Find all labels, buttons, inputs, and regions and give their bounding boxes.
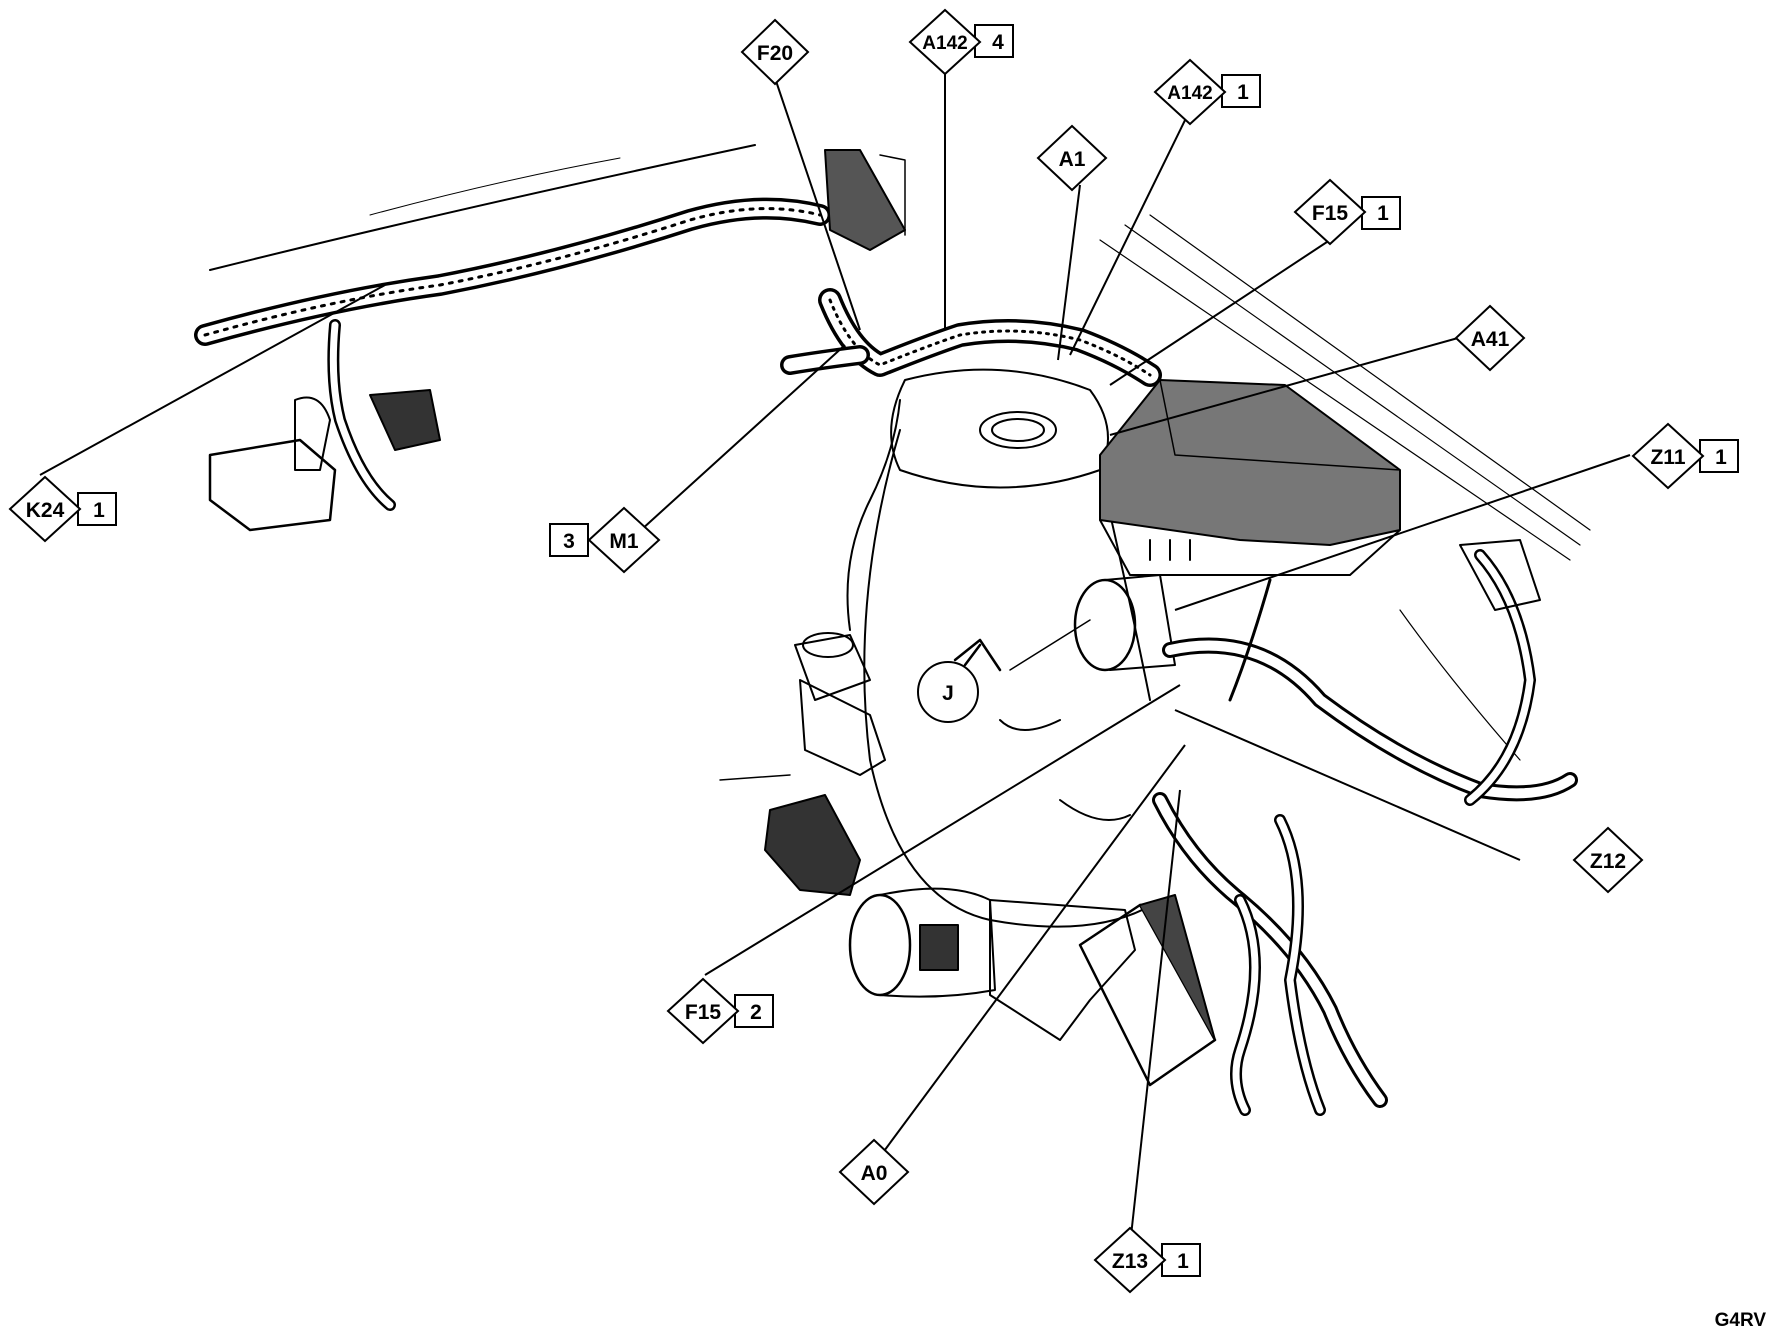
callout-label: Z13 <box>1112 1250 1148 1273</box>
callout-label: A142 <box>1167 83 1212 104</box>
callout-number: 1 <box>93 499 105 522</box>
engine-artwork <box>194 144 1591 1116</box>
callout-K24-1: K24 1 <box>8 475 117 543</box>
callout-F20: F20 <box>740 18 810 86</box>
callout-label: F15 <box>685 1001 722 1024</box>
callout-label: F15 <box>1312 202 1349 225</box>
callout-label: Z12 <box>1590 850 1626 873</box>
callout-number: 1 <box>1237 81 1249 104</box>
callout-A41: A41 <box>1454 304 1526 372</box>
callout-number: 1 <box>1715 446 1727 469</box>
callout-label: M1 <box>609 530 638 553</box>
callout-label: K24 <box>26 499 65 522</box>
callout-label: A1 <box>1059 148 1086 171</box>
callout-label: A0 <box>861 1162 888 1185</box>
callout-number: 1 <box>1377 202 1389 225</box>
callout-number: 3 <box>563 530 575 553</box>
callout-label: A41 <box>1471 328 1510 351</box>
callout-A142-1: A142 1 <box>1153 58 1261 126</box>
callout-Z11-1: Z11 1 <box>1631 422 1739 490</box>
callout-label: A142 <box>922 33 967 54</box>
callout-label: J <box>942 682 954 705</box>
callout-A0: A0 <box>838 1138 910 1206</box>
callout-A142-4: A142 4 <box>908 8 1014 76</box>
callout-A1: A1 <box>1036 124 1108 192</box>
callout-number: 4 <box>992 31 1004 54</box>
leader-lines <box>39 70 1631 1246</box>
callout-F15-2: F15 2 <box>666 977 774 1045</box>
callout-label: F20 <box>757 42 793 65</box>
callout-Z12: Z12 <box>1572 826 1644 894</box>
callout-Z13-1: Z13 1 <box>1093 1226 1201 1294</box>
callout-F15-1: F15 1 <box>1293 178 1401 246</box>
corner-code: G4RV <box>1715 1310 1767 1328</box>
callout-M1-3: 3 M1 <box>549 506 661 574</box>
callout-label: Z11 <box>1650 446 1685 469</box>
callout-number: 2 <box>750 1001 762 1024</box>
callout-number: 1 <box>1177 1250 1189 1273</box>
callout-J: J <box>917 661 979 723</box>
